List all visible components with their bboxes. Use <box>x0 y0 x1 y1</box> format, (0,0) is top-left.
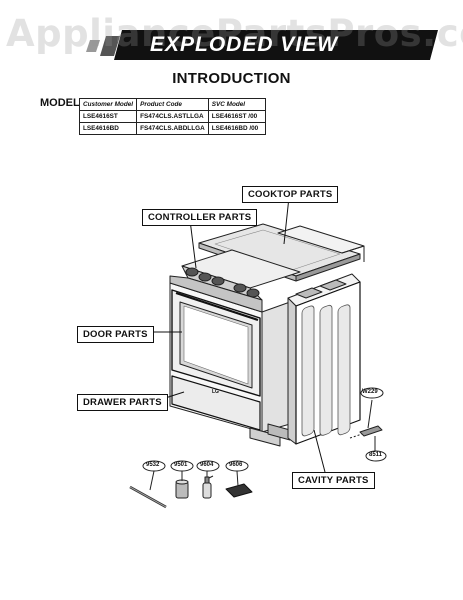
part-tag-8511: 8511 <box>369 452 383 458</box>
model-label: MODEL: <box>40 97 84 109</box>
watermark-text: AppliancePartsPros.com <box>6 12 463 55</box>
controller-parts-callout[interactable]: CONTROLLER PARTS <box>142 209 258 226</box>
part-tag-9532: 9532 <box>146 462 160 468</box>
oven-door <box>171 289 261 397</box>
cooktop-frame <box>277 225 365 262</box>
banner-title: EXPLODED VIEW <box>150 33 339 56</box>
door-parts-callout[interactable]: DOOR PARTS <box>77 326 154 343</box>
table-row: LSE4616BD FS474CLS.ABDLLGA LSE4616BD /00 <box>78 122 266 135</box>
accessory-scrub-pad <box>225 483 253 498</box>
storage-drawer: LG <box>171 375 261 431</box>
page-title: INTRODUCTION <box>172 70 291 87</box>
cell-customer-model: LSE4616BD <box>78 122 138 135</box>
cavity-parts-callout[interactable]: CAVITY PARTS <box>292 472 375 489</box>
anti-tip-bracket <box>349 399 383 452</box>
part-tag-9501: 9501 <box>174 462 188 468</box>
drawer-parts-callout[interactable]: DRAWER PARTS <box>77 394 168 411</box>
header-product-code: Product Code <box>136 98 209 111</box>
part-tag-9606: 9606 <box>229 462 243 468</box>
exploded-view-banner <box>30 26 442 64</box>
part-tag-9604: 9604 <box>200 462 214 468</box>
oven-cavity <box>287 273 361 445</box>
model-table: Customer Model Product Code SVC Model LS… <box>78 98 266 135</box>
header-customer-model: Customer Model <box>78 98 138 111</box>
accessory-canister <box>175 479 189 499</box>
model-table-header-row: Customer Model Product Code SVC Model <box>78 98 266 111</box>
cell-svc-model: LSE4616BD /00 <box>207 122 266 135</box>
cooktop-parts-callout[interactable]: COOKTOP PARTS <box>242 186 339 203</box>
accessory-rod <box>129 485 167 509</box>
header-svc-model: SVC Model <box>207 98 266 111</box>
brand-mark: LG <box>212 389 219 395</box>
part-tag-w229: W229 <box>362 389 378 395</box>
kick-plate <box>249 423 291 447</box>
accessory-spray-bottle <box>202 475 214 499</box>
